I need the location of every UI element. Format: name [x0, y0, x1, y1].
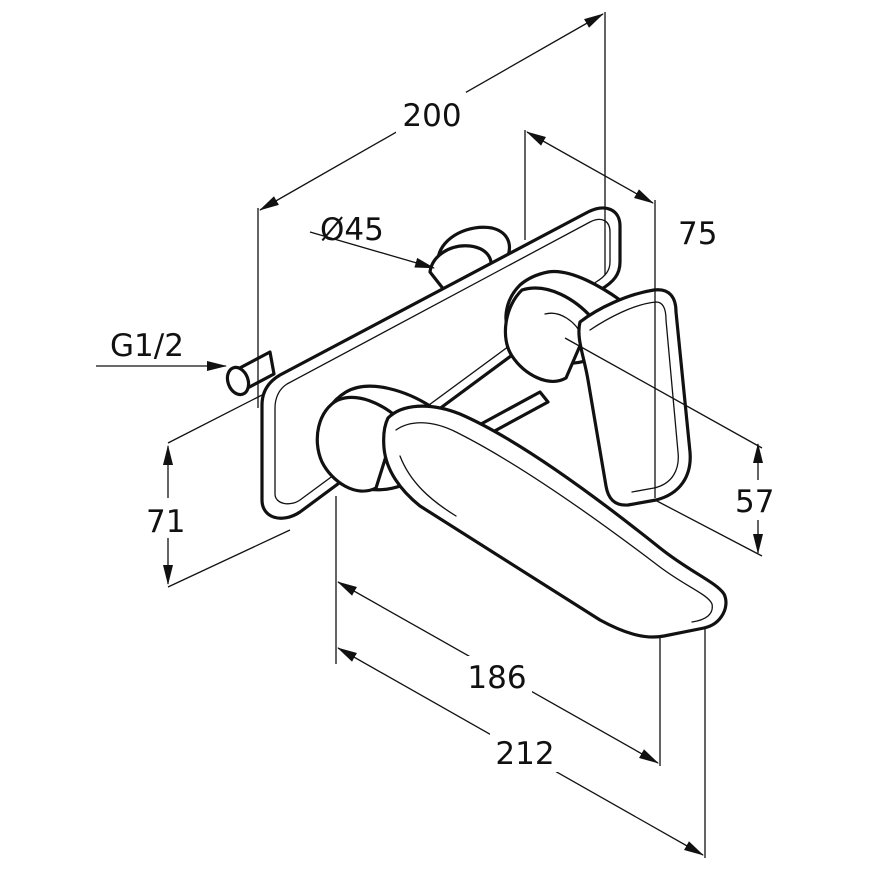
spout	[382, 404, 728, 639]
extension-lines	[167, 12, 763, 858]
label-connection-thread: G1/2	[110, 328, 184, 364]
inlet-pipe	[225, 350, 276, 397]
label-escutcheon-diameter: Ø45	[320, 212, 384, 248]
dim-line-handle-depth	[526, 131, 654, 204]
dimension-labels: 200 75 Ø45 G1/2 71 57 186 212	[110, 92, 780, 772]
label-handle-height: 57	[735, 484, 774, 520]
label-handle-depth: 75	[678, 216, 717, 252]
lever-handle	[577, 288, 692, 507]
label-spout-height: 71	[146, 504, 185, 540]
label-spout-projection: 186	[467, 660, 526, 696]
label-total-projection: 212	[495, 736, 554, 772]
leader-escutcheon	[309, 231, 435, 269]
faucet-illustration	[225, 206, 728, 639]
label-overall-depth: 200	[402, 98, 461, 134]
